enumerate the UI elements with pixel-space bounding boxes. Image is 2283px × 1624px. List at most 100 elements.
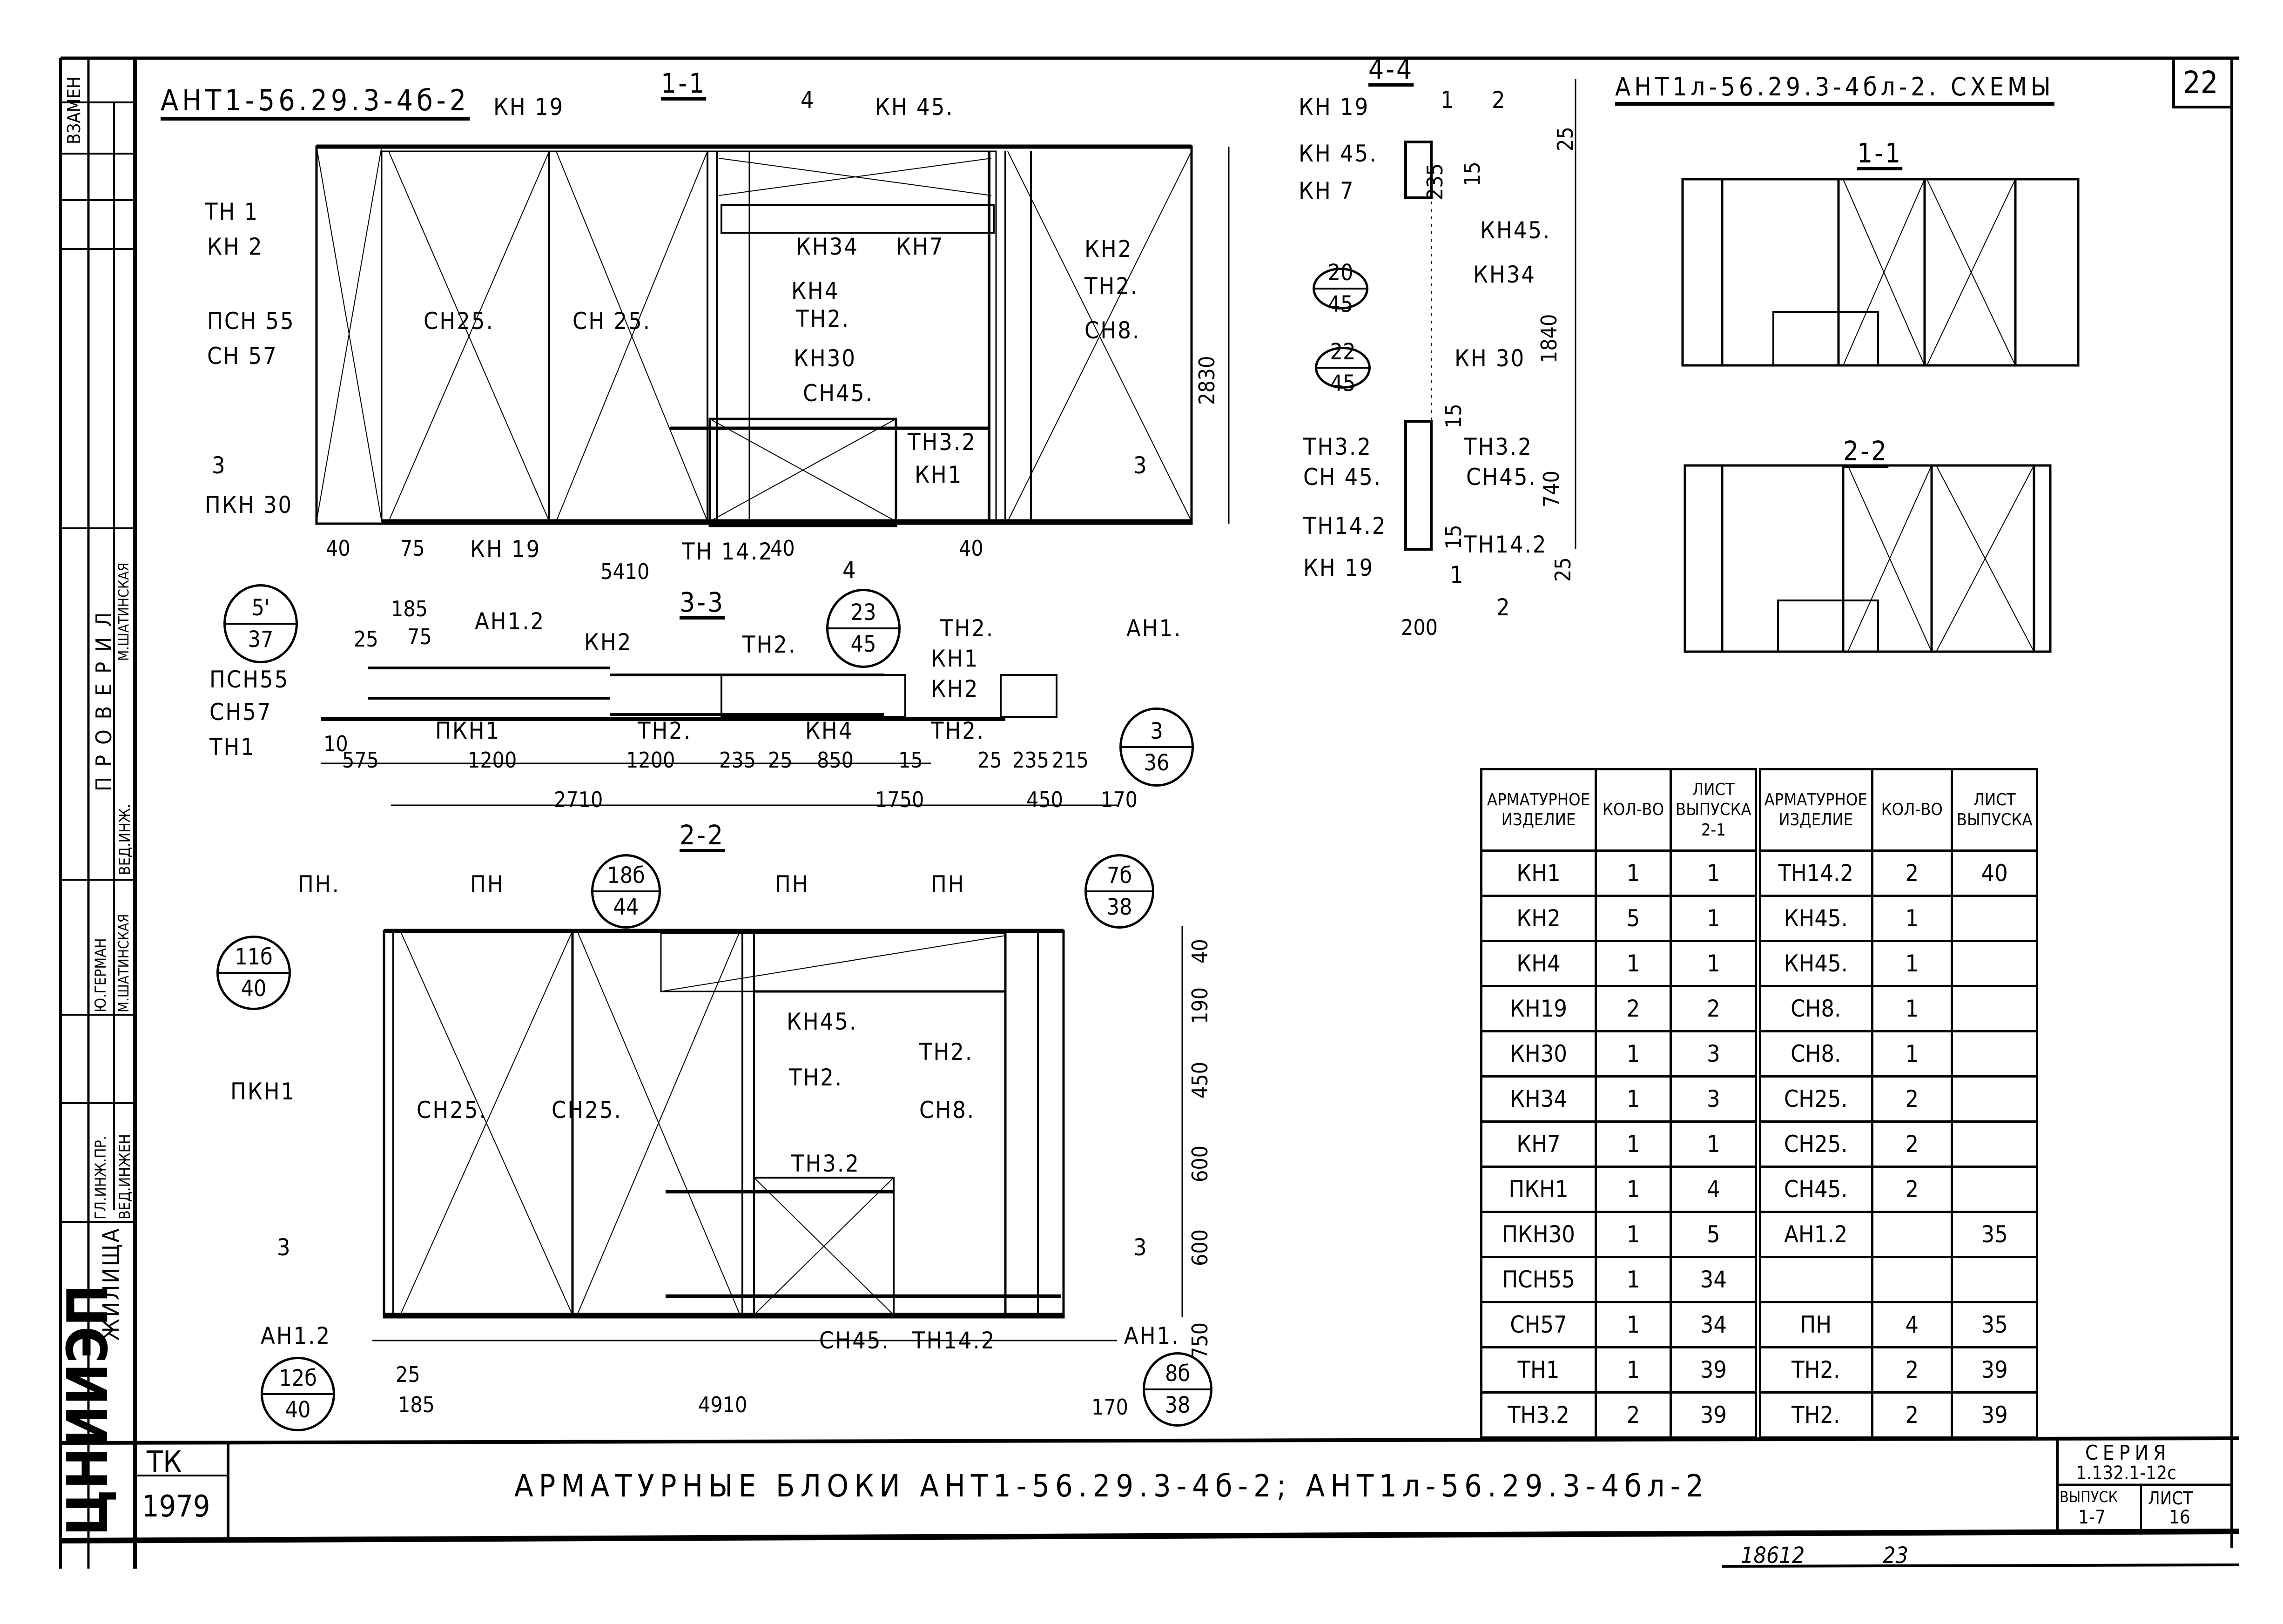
dimension: 40 (1187, 939, 1212, 964)
rebar-label: ТН3.2 (1303, 433, 1372, 460)
rebar-label: ТН2. (742, 631, 797, 658)
dimension: 15 (1460, 162, 1485, 186)
spec-header-qty-1: КОЛ-ВО (1595, 768, 1672, 852)
callout-bottom: 36 (1144, 750, 1170, 776)
page-number: 23 (1883, 1543, 1908, 1569)
spec-qty: 1 (1871, 940, 1953, 987)
rebar-label: 4 (801, 87, 815, 114)
rebar-label: СН45. (1466, 464, 1537, 491)
rebar-label: СН25. (424, 308, 494, 335)
spec-header-item-1: АРМАТУРНОЕ ИЗДЕЛИЕ (1480, 768, 1597, 852)
callout-bottom: 45 (1327, 291, 1354, 317)
spec-qty: 2 (1871, 1075, 1953, 1123)
rebar-label: 3 (212, 452, 227, 479)
rebar-label: ПН (470, 871, 505, 898)
right-section-1-1-label: 1-1 (1857, 137, 1903, 169)
rebar-label: СН 25. (572, 308, 652, 335)
rebar-label: ТН3.2 (908, 429, 977, 456)
dimension: 600 (1187, 1146, 1212, 1182)
rebar-label: СН45. (819, 1327, 890, 1354)
spec-qty: 4 (1871, 1301, 1953, 1348)
spec-qty: 2 (1871, 1166, 1953, 1213)
callout-top: 3 (1122, 718, 1192, 748)
rebar-label: КН 2 (207, 233, 263, 260)
dimension: 450 (1026, 787, 1063, 812)
rebar-label: КН 19 (1303, 554, 1374, 581)
dimension: 190 (1187, 987, 1212, 1024)
rebar-label: СН 45. (1303, 464, 1382, 491)
spec-sheet: 1 (1669, 895, 1761, 942)
spec-sheet: 2 (1669, 985, 1761, 1032)
rebar-label: ТН2. (796, 305, 850, 332)
spec-item: КН45. (1757, 940, 1873, 987)
rebar-label: АН1. (1126, 615, 1182, 642)
spec-item: ПН (1757, 1301, 1873, 1348)
rebar-label: КН 7 (1299, 177, 1355, 204)
rebar-label: СН45. (803, 380, 874, 407)
spec-sheet: 39 (1950, 1391, 2039, 1439)
title-block-code: ТК (147, 1445, 182, 1480)
spec-sheet: 3 (1669, 1030, 1761, 1078)
spec-table-header: АРМАТУРНОЕ ИЗДЕЛИЕ КОЛ-ВО ЛИСТ ВЫПУСКА 2… (1480, 768, 2039, 852)
side-stamp-proveril: ПРОВЕРИЛ (91, 602, 116, 791)
rebar-label: КН 45. (1299, 140, 1378, 167)
side-stamp-role-1: ВЕД.ИНЖЕН (116, 1134, 134, 1220)
spec-qty (1871, 1211, 1953, 1258)
series-value: 1.132.1-12с (2076, 1462, 2176, 1484)
spec-header-sheet-2: ЛИСТ ВЫПУСКА (1950, 768, 2039, 852)
rebar-label: КН34 (1473, 261, 1536, 288)
callout-top: 20 (1315, 260, 1366, 290)
dimension: 10 (323, 731, 348, 756)
rebar-label: ТН2. (931, 717, 985, 744)
spec-sheet (1950, 1030, 2039, 1078)
spec-sheet: 1 (1669, 1120, 1761, 1168)
rebar-label: ТН2. (1084, 273, 1139, 300)
spec-qty: 2 (1595, 985, 1672, 1032)
spec-item: ТН2. (1757, 1346, 1873, 1394)
spec-qty: 1 (1595, 1301, 1672, 1348)
dimension: 200 (1401, 615, 1438, 640)
rebar-label: ТН1 (209, 734, 256, 761)
spec-header-sheet-1: ЛИСТ ВЫПУСКА 2-1 (1669, 768, 1761, 852)
dimension: 215 (1052, 748, 1089, 773)
rebar-label: КН1 (915, 461, 963, 488)
rebar-label: ПН. (298, 871, 340, 898)
sheet-value: 16 (2169, 1507, 2190, 1528)
rebar-label: 3 (277, 1234, 292, 1261)
rebar-label: КН7 (896, 233, 944, 260)
rebar-label: КН 30 (1455, 345, 1526, 372)
rebar-label: ТН 1 (205, 198, 259, 225)
callout-bottom: 45 (1330, 371, 1356, 397)
dimension: 25 (1553, 127, 1578, 151)
dimension: 170 (1101, 787, 1138, 812)
dimension: 15 (898, 748, 923, 773)
spec-qty: 5 (1595, 895, 1672, 942)
spec-sheet: 39 (1669, 1346, 1761, 1394)
dimension: 850 (817, 748, 854, 773)
dimension: 40 (326, 536, 350, 561)
callout-top: 8б (1145, 1361, 1210, 1390)
dimension: 185 (391, 596, 428, 621)
dimension: 25 (977, 748, 1002, 773)
spec-sheet: 35 (1950, 1211, 2039, 1258)
dimension: 235 (719, 748, 756, 773)
right-section-2-2-label: 2-2 (1843, 435, 1889, 467)
rebar-label: ТН2. (940, 615, 995, 642)
dimension: 25 (396, 1362, 420, 1387)
dimension: 2830 (1194, 356, 1219, 405)
spec-sheet: 39 (1669, 1391, 1761, 1439)
rebar-label: КН34 (796, 233, 859, 260)
side-stamp-role-0: ГЛ.ИНЖ.ПР. (92, 1136, 109, 1220)
rebar-label: ПН (931, 871, 965, 898)
spec-item: СН45. (1757, 1166, 1873, 1213)
spec-qty: 1 (1595, 849, 1672, 897)
